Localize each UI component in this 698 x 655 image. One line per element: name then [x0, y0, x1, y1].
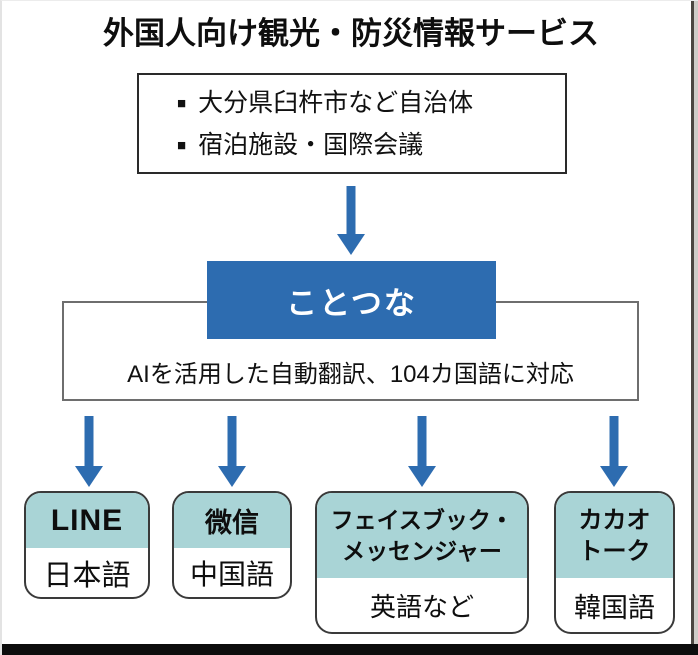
right-edge-shadow [694, 1, 698, 644]
channel-card-line: LINE 日本語 [24, 491, 150, 599]
source-item: ■ 大分県臼杵市など自治体 [177, 86, 565, 120]
source-item-label: 宿泊施設・国際会議 [198, 130, 424, 159]
arrow-shaft [609, 416, 619, 467]
page-title: 外国人向け観光・防災情報サービス [103, 16, 599, 51]
arrow-head [337, 234, 365, 255]
source-item-label: 大分県臼杵市など自治体 [198, 88, 474, 117]
channel-card-kakaotalk: カカオ トーク 韓国語 [554, 491, 675, 634]
channel-name: フェイスブック・ メッセンジャー [317, 493, 527, 578]
arrow-head [408, 466, 436, 487]
arrow-head [75, 466, 103, 487]
bullet-square-icon: ■ [177, 94, 187, 112]
arrow-head [218, 466, 246, 487]
arrow-shaft [84, 416, 94, 467]
down-arrow-icon [337, 186, 365, 255]
channel-language: 日本語 [43, 559, 131, 592]
channel-language: 中国語 [189, 558, 274, 590]
channel-card-facebook-messenger: フェイスブック・ メッセンジャー 英語など [315, 491, 529, 634]
channel-name: カカオ トーク [556, 493, 673, 578]
arrow-shaft [346, 186, 356, 235]
service-description: AIを活用した自動翻訳、104カ国語に対応 [127, 360, 574, 388]
source-box: ■ 大分県臼杵市など自治体 ■ 宿泊施設・国際会議 [137, 73, 567, 174]
channel-card-wechat: 微信 中国語 [172, 491, 292, 599]
bullet-square-icon: ■ [177, 136, 187, 154]
service-name-box: ことつな [207, 261, 496, 339]
channel-language: 英語など [369, 591, 474, 622]
arrow-shaft [417, 416, 427, 467]
down-arrow-icon [218, 416, 246, 487]
down-arrow-icon [408, 416, 436, 487]
down-arrow-icon [600, 416, 628, 487]
down-arrow-icon [75, 416, 103, 487]
channel-name: LINE [26, 493, 148, 548]
channel-name: 微信 [174, 493, 290, 548]
source-item: ■ 宿泊施設・国際会議 [177, 128, 565, 162]
channel-language: 韓国語 [574, 592, 655, 623]
arrow-shaft [227, 416, 237, 467]
bottom-bar [2, 644, 698, 655]
right-edge-line [691, 1, 694, 644]
arrow-head [600, 466, 628, 487]
